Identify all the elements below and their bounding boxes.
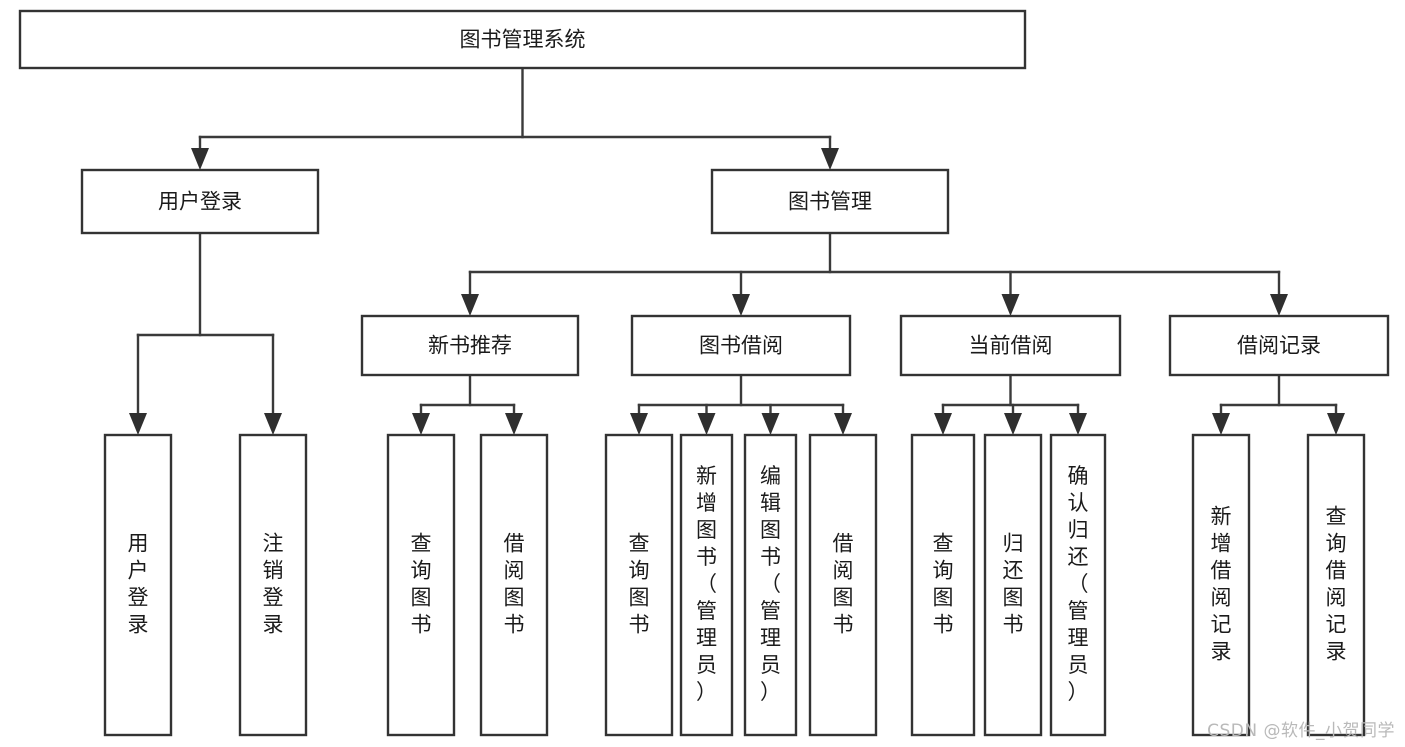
leaf-node-1-0-rect[interactable]	[386, 433, 456, 737]
arrow-down-icon	[505, 413, 523, 435]
leaf-node-1-1-rect[interactable]	[479, 433, 549, 737]
level2-node-0-label: 新书推荐	[428, 334, 512, 358]
root-node[interactable]: 图书管理系统	[18, 9, 1027, 70]
root-node-label: 图书管理系统	[460, 28, 586, 52]
leaf-node-1-1-label: 借阅图书	[504, 532, 525, 637]
level2-node-3-rect[interactable]	[1168, 314, 1390, 377]
level2-node-3[interactable]: 借阅记录	[1168, 314, 1390, 377]
leaf-node-2-3-rect[interactable]	[808, 433, 878, 737]
arrow-down-icon	[412, 413, 430, 435]
level2-node-2-label: 当前借阅	[969, 334, 1053, 358]
node-layer: 图书管理系统用户登录图书管理新书推荐图书借阅当前借阅借阅记录用户登录注销登录查询…	[18, 9, 1390, 737]
arrow-down-icon	[461, 294, 479, 316]
level2-node-3-label: 借阅记录	[1237, 334, 1321, 358]
root-node-rect[interactable]	[18, 9, 1027, 70]
level2-node-1-label: 图书借阅	[699, 334, 783, 358]
leaf-node-4-1-label: 查询借阅记录	[1326, 505, 1347, 664]
leaf-node-3-1-rect[interactable]	[983, 433, 1043, 737]
connector-layer	[129, 66, 1345, 435]
level2-node-0[interactable]: 新书推荐	[360, 314, 580, 377]
arrow-down-icon	[834, 413, 852, 435]
leaf-node-4-0-label: 新增借阅记录	[1211, 505, 1232, 664]
leaf-node-2-2[interactable]: 编辑图书（管理员）	[743, 433, 798, 737]
level1-node-1-label: 图书管理	[788, 190, 872, 214]
watermark-text: CSDN @软件_小贺同学	[1207, 721, 1395, 741]
leaf-node-1-0[interactable]: 查询图书	[386, 433, 456, 737]
level2-node-2-rect[interactable]	[899, 314, 1122, 377]
leaf-node-3-0-label: 查询图书	[933, 532, 954, 637]
level1-node-1-rect[interactable]	[710, 168, 950, 235]
leaf-node-3-2-label: 确认归还（管理员）	[1068, 464, 1089, 704]
leaf-node-4-0-rect[interactable]	[1191, 433, 1251, 737]
arrow-down-icon	[129, 413, 147, 435]
leaf-node-4-1[interactable]: 查询借阅记录	[1306, 433, 1366, 737]
leaf-node-0-1-label: 注销登录	[263, 532, 284, 637]
leaf-node-3-0[interactable]: 查询图书	[910, 433, 976, 737]
level1-node-0[interactable]: 用户登录	[80, 168, 320, 235]
arrow-down-icon	[1212, 413, 1230, 435]
arrow-down-icon	[934, 413, 952, 435]
leaf-node-0-0-label: 用户登录	[128, 532, 149, 637]
leaf-node-2-2-label: 编辑图书（管理员）	[760, 464, 781, 704]
level2-node-2[interactable]: 当前借阅	[899, 314, 1122, 377]
leaf-node-2-3-label: 借阅图书	[833, 532, 854, 637]
leaf-node-2-1-rect[interactable]	[679, 433, 734, 737]
arrow-down-icon	[761, 413, 780, 435]
level2-node-1[interactable]: 图书借阅	[630, 314, 852, 377]
leaf-node-3-2[interactable]: 确认归还（管理员）	[1049, 433, 1107, 737]
arrow-down-icon	[1270, 294, 1288, 316]
leaf-node-0-0[interactable]: 用户登录	[103, 433, 173, 737]
arrow-down-icon	[630, 413, 648, 435]
level1-node-0-label: 用户登录	[158, 190, 242, 214]
arrow-down-icon	[264, 413, 282, 435]
level2-node-0-rect[interactable]	[360, 314, 580, 377]
arrow-down-icon	[1327, 413, 1345, 435]
level2-node-1-rect[interactable]	[630, 314, 852, 377]
leaf-node-2-1-label: 新增图书（管理员）	[696, 464, 717, 704]
arrow-down-icon	[1004, 413, 1022, 435]
leaf-node-2-0-rect[interactable]	[604, 433, 674, 737]
leaf-node-4-0[interactable]: 新增借阅记录	[1191, 433, 1251, 737]
leaf-node-0-0-rect[interactable]	[103, 433, 173, 737]
leaf-node-2-0[interactable]: 查询图书	[604, 433, 674, 737]
leaf-node-2-2-rect[interactable]	[743, 433, 798, 737]
arrow-down-icon	[1069, 413, 1087, 435]
leaf-node-0-1[interactable]: 注销登录	[238, 433, 308, 737]
leaf-node-4-1-rect[interactable]	[1306, 433, 1366, 737]
leaf-node-3-1-label: 归还图书	[1003, 532, 1024, 637]
leaf-node-3-1[interactable]: 归还图书	[983, 433, 1043, 737]
leaf-node-3-2-rect[interactable]	[1049, 433, 1107, 737]
leaf-node-3-0-rect[interactable]	[910, 433, 976, 737]
leaf-node-2-3[interactable]: 借阅图书	[808, 433, 878, 737]
arrow-down-icon	[191, 148, 209, 170]
leaf-node-1-0-label: 查询图书	[411, 532, 432, 637]
arrow-down-icon	[1001, 294, 1020, 316]
leaf-node-1-1[interactable]: 借阅图书	[479, 433, 549, 737]
arrow-down-icon	[732, 294, 750, 316]
arrow-down-icon	[697, 413, 716, 435]
level1-node-1[interactable]: 图书管理	[710, 168, 950, 235]
leaf-node-2-1[interactable]: 新增图书（管理员）	[679, 433, 734, 737]
leaf-node-2-0-label: 查询图书	[629, 532, 650, 637]
level1-node-0-rect[interactable]	[80, 168, 320, 235]
leaf-node-0-1-rect[interactable]	[238, 433, 308, 737]
arrow-down-icon	[821, 148, 839, 170]
